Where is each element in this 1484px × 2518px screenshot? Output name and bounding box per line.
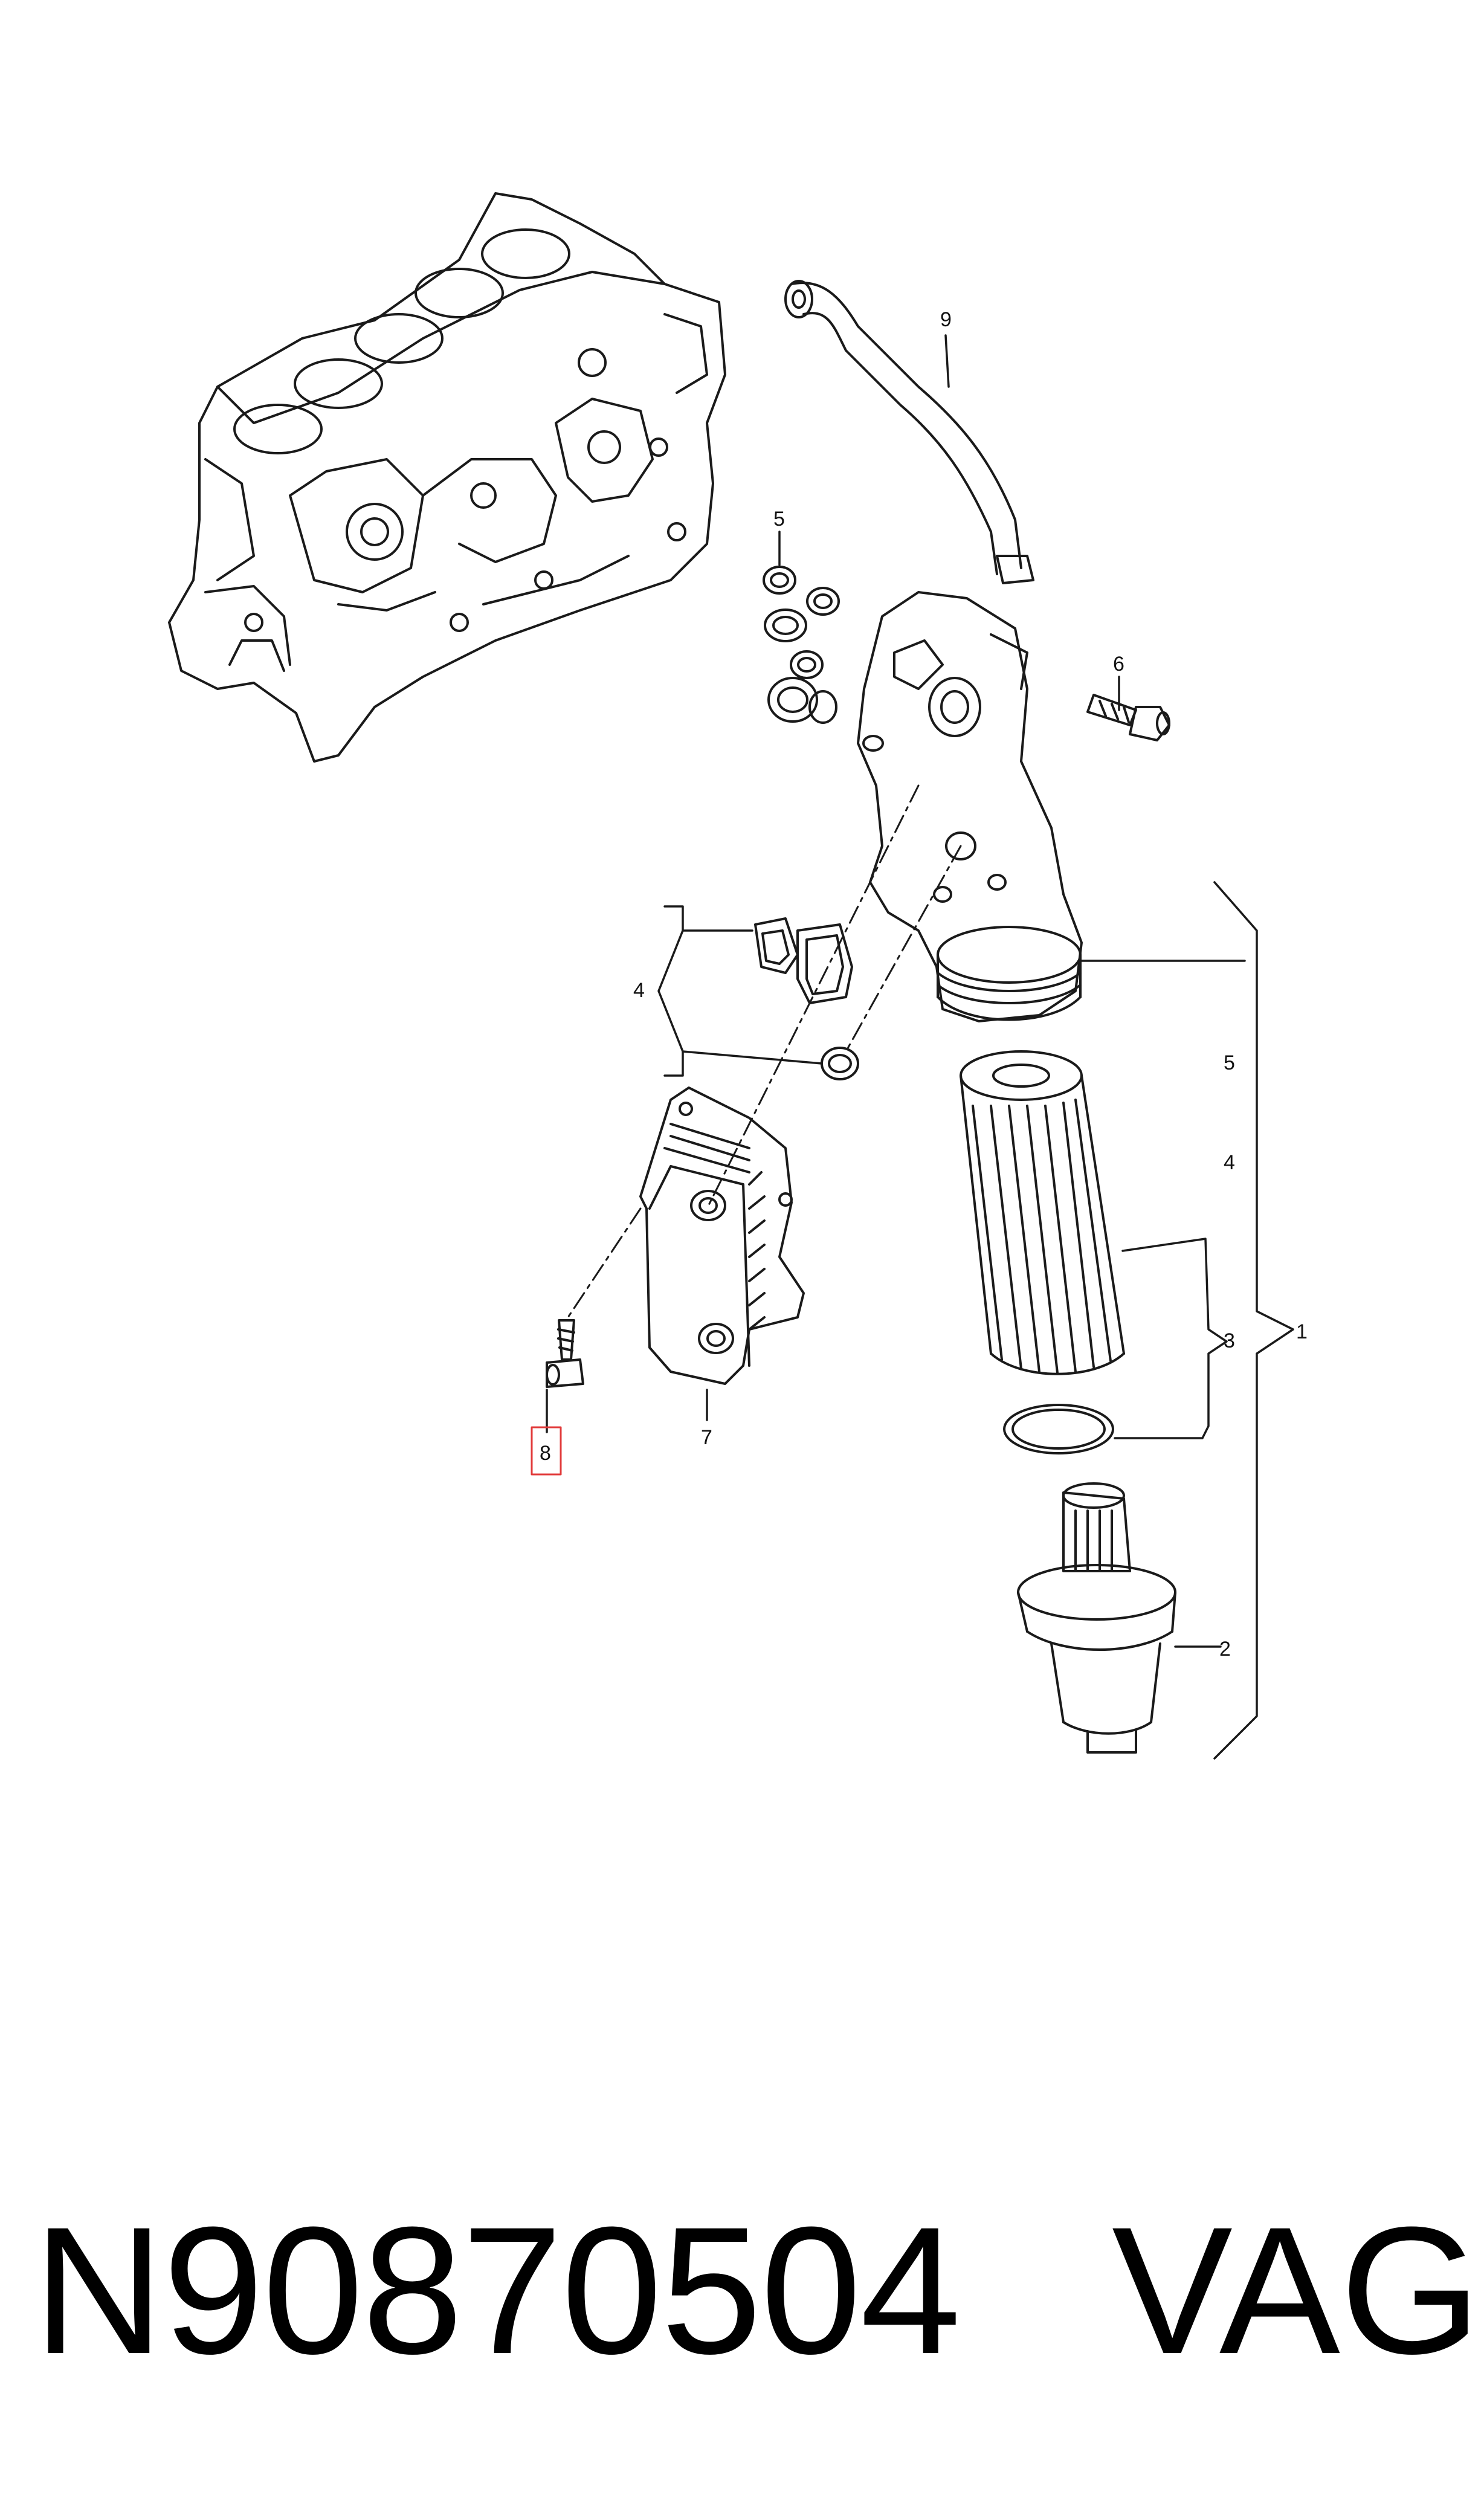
filter-cap-part-2 (1017, 1482, 1176, 1754)
o-rings-part-5 (763, 566, 840, 724)
brand-label: VAG (1112, 2189, 1482, 2392)
bolt-part-8 (546, 1319, 584, 1388)
callout-9: 9 (940, 308, 952, 331)
callout-labels: 9 5 6 4 5 4 3 1 7 8 2 (540, 308, 1308, 1661)
filter-seal-ring (1003, 1404, 1114, 1454)
callout-5-right: 5 (1224, 1051, 1235, 1074)
assembly-axis-lines (567, 784, 962, 1319)
callout-5-top: 5 (773, 508, 785, 531)
bolt-part-6 (1086, 694, 1170, 741)
part-number-label: N90870504 (33, 2189, 961, 2392)
oil-filter-element (960, 1050, 1125, 1375)
callout-4-right: 4 (1224, 1151, 1235, 1174)
leader-lines (546, 334, 1294, 1760)
gaskets-part-4 (754, 917, 859, 1080)
engine-block-illustration (168, 192, 726, 763)
breather-hose-part-9 (784, 280, 1034, 584)
callout-6: 6 (1113, 653, 1124, 676)
oil-filter-housing (857, 591, 1083, 1022)
callout-7: 7 (701, 1426, 712, 1449)
callout-2: 2 (1219, 1638, 1231, 1661)
highlight-box-part-8 (531, 1426, 562, 1476)
oil-cooler-part-7 (639, 1086, 805, 1385)
callout-1: 1 (1296, 1320, 1308, 1343)
callout-8: 8 (540, 1442, 551, 1465)
callout-3: 3 (1224, 1329, 1235, 1352)
callout-4-left: 4 (633, 979, 645, 1002)
